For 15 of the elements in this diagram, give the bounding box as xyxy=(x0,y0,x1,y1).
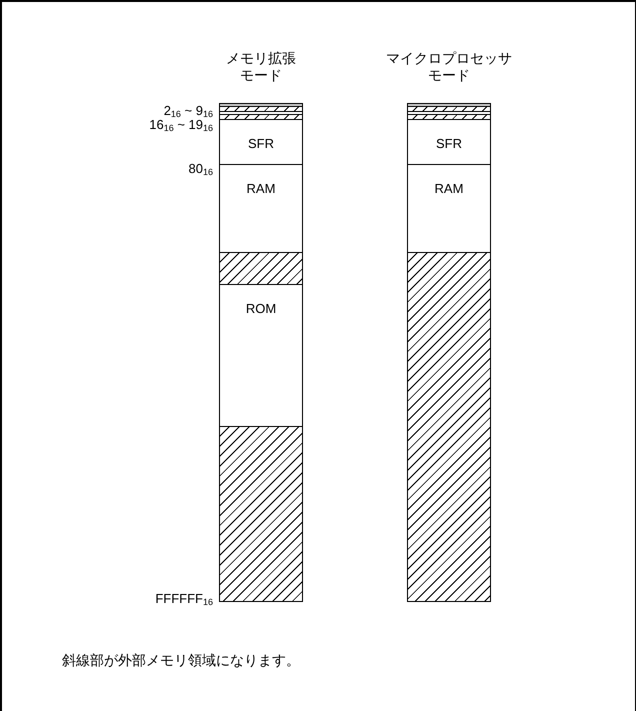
hatched-region xyxy=(219,252,303,285)
note-text: 斜線部が外部メモリ領域になります。 xyxy=(62,652,300,670)
column-heading: メモリ拡張モード xyxy=(225,50,297,84)
column-heading: マイクロプロセッサモード xyxy=(385,50,513,84)
address-label: 2$_{16}$ ~ 9$_{16}$ xyxy=(164,103,213,119)
hatched-region xyxy=(407,252,491,602)
hatched-region xyxy=(219,426,303,602)
memory-region: RAM xyxy=(219,164,303,253)
memory-region: ROM xyxy=(219,284,303,427)
memory-region: SFR xyxy=(407,119,491,165)
memory-region: SFR xyxy=(219,119,303,165)
address-label: 80$_{16}$ xyxy=(188,161,213,177)
address-label: 16$_{16}$ ~ 19$_{16}$ xyxy=(149,117,213,133)
memory-region: RAM xyxy=(407,164,491,253)
address-label: FFFFFF$_{16}$ xyxy=(155,591,213,607)
